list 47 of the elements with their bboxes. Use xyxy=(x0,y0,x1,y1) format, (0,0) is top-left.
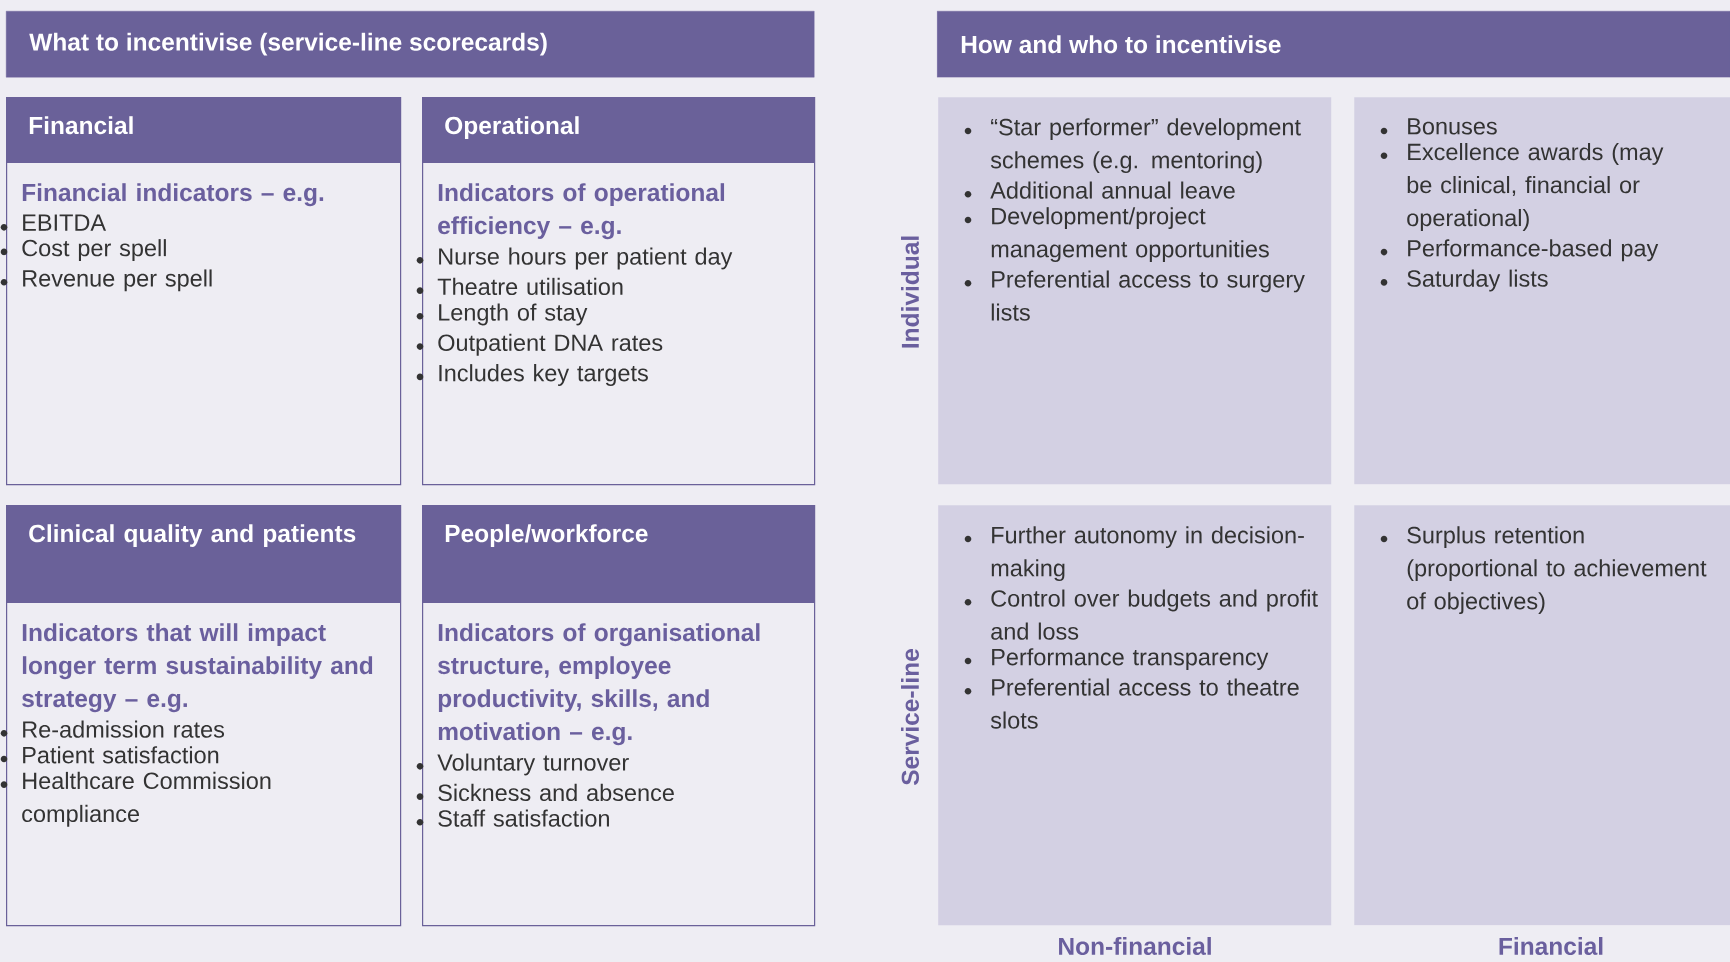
bullet-item: Development/project management opportunities xyxy=(964,207,1269,263)
incentive-panel xyxy=(938,505,1332,926)
bullet-item: Sickness and absence xyxy=(416,783,674,802)
bullet-item: Preferential access to surgery lists xyxy=(964,270,1305,321)
bullet-item: Surplus retention (proportional to achievement of objectives) xyxy=(1380,526,1707,615)
card-header: People/workforce xyxy=(422,505,814,603)
indicator-heading: Indicators of operational efficiency – e.g. xyxy=(438,183,725,240)
bullet-item: Includes key targets xyxy=(416,364,648,386)
bullet-item: Excellence awards (may be clinical, financial or operational) xyxy=(1380,143,1664,231)
bullet-item: EBITDA xyxy=(0,214,107,231)
bullet-item: Voluntary turnover xyxy=(416,753,629,776)
incentive-panel xyxy=(1354,505,1730,926)
bullet-item: Healthcare Commission compliance xyxy=(0,771,271,827)
scorecard-box xyxy=(416,97,816,486)
bullet-item: Preferential access to theatre slots xyxy=(964,678,1299,729)
bullet-item: Nurse hours per patient day xyxy=(416,247,733,270)
bullet-item: Performance-based pay xyxy=(1380,239,1659,262)
incentive-panel xyxy=(1354,97,1730,485)
card-header: Operational xyxy=(422,97,814,163)
bullet-item: Staff satisfaction xyxy=(416,809,609,827)
scorecard-box xyxy=(0,97,402,486)
header-bar xyxy=(937,11,1730,78)
bullet-item: Theatre utilisation xyxy=(416,277,623,296)
header-title: How and who to incentivise xyxy=(961,35,1281,54)
bullet-item: Control over budgets and profit and loss xyxy=(964,589,1318,640)
bullet-item: Saturday lists xyxy=(1380,269,1548,292)
incentive-panel xyxy=(938,97,1332,485)
indicator-heading: Financial indicators – e.g. xyxy=(22,183,324,207)
scorecard-box xyxy=(416,505,816,927)
bullet-item: Length of stay xyxy=(416,303,588,326)
header-title: What to incentivise (service-line scorecards) xyxy=(29,32,547,56)
bullet-item: Outpatient DNA rates xyxy=(416,333,663,356)
bullet-item: Performance transparency xyxy=(964,648,1269,671)
bullet-item: “Star performer” development schemes (e.g. mentoring) xyxy=(964,118,1301,174)
bullet-item: Bonuses xyxy=(1380,118,1497,135)
bullet-item: Further autonomy in decision-making xyxy=(964,526,1304,582)
bullet-item: Additional annual leave xyxy=(964,181,1235,199)
card-header: Clinical quality and patients xyxy=(6,505,400,603)
indicator-heading: Indicators of organisational structure, employee productivity, skills, and motivation – e.g. xyxy=(438,623,760,746)
indicator-heading: Indicators that will impact longer term sustainability and strategy – e.g. xyxy=(22,623,373,713)
bullet-item: Re-admission rates xyxy=(0,720,225,738)
card-header: Financial xyxy=(6,97,400,163)
scorecard-box xyxy=(0,505,402,927)
bullet-item: Revenue per spell xyxy=(0,269,212,292)
bullet-item: Cost per spell xyxy=(0,239,166,261)
bullet-item: Patient satisfaction xyxy=(0,746,219,764)
header-bar xyxy=(6,11,815,78)
